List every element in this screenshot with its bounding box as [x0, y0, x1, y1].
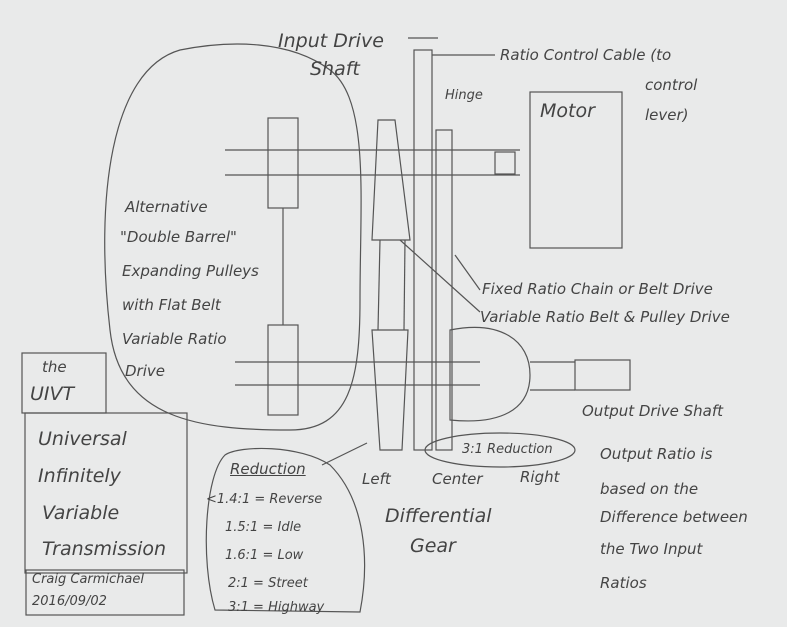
author: Craig Carmichael	[32, 572, 145, 587]
output-ratio-line: Ratios	[600, 574, 647, 592]
motor-label: Motor	[540, 100, 595, 122]
reduction-outline	[205, 447, 366, 613]
ratio-cable-label-3: lever)	[645, 106, 689, 124]
reduction-title: Reduction	[230, 460, 306, 478]
motor-box	[529, 91, 623, 249]
alt-line: Expanding Pulleys	[122, 262, 259, 280]
reduction-row: 3:1 = Highway	[228, 600, 325, 615]
alt-line: Drive	[125, 362, 165, 380]
alt-line: "Double Barrel"	[120, 228, 237, 246]
ratio-lever	[413, 49, 433, 451]
variable-pulley-top	[371, 119, 411, 241]
reduction-row: <1.4:1 = Reverse	[206, 492, 323, 507]
variable-pulley-bottom	[371, 329, 409, 451]
alternative-outline	[104, 43, 362, 431]
ratio-cable-label-2: control	[645, 76, 698, 94]
output-ratio-line: the Two Input	[600, 540, 703, 558]
lower-barrel-pulley	[267, 324, 299, 416]
title-name: Variable	[42, 502, 120, 524]
title-the: the	[42, 358, 67, 376]
title-acronym: UIVT	[30, 383, 75, 405]
alt-line: Alternative	[125, 198, 208, 216]
reduction-row: 1.6:1 = Low	[225, 548, 304, 563]
upper-barrel-pulley	[267, 117, 299, 209]
output-ratio-line: based on the	[600, 480, 699, 498]
title-name: Infinitely	[38, 465, 121, 487]
right-label: Right	[520, 468, 560, 486]
left-label: Left	[362, 470, 391, 488]
output-ratio-line: Difference between	[600, 508, 748, 526]
reduction-row: 2:1 = Street	[228, 576, 308, 591]
differential-label: Differential	[385, 505, 492, 527]
fixed-ratio-label: Fixed Ratio Chain or Belt Drive	[482, 280, 713, 298]
reduction-3to1-label: 3:1 Reduction	[462, 442, 553, 457]
variable-ratio-label: Variable Ratio Belt & Pulley Drive	[480, 308, 730, 326]
output-shaft-label: Output Drive Shaft	[582, 402, 724, 420]
input-shaft-label-2: Shaft	[310, 58, 360, 80]
hinge-label: Hinge	[445, 88, 483, 103]
gear-label: Gear	[410, 535, 456, 557]
alt-line: Variable Ratio	[122, 330, 227, 348]
alt-line: with Flat Belt	[122, 296, 221, 314]
title-name: Universal	[38, 428, 127, 450]
output-ratio-line: Output Ratio is	[600, 445, 713, 463]
reduction-row: 1.5:1 = Idle	[225, 520, 302, 535]
title-name: Transmission	[42, 538, 167, 560]
date: 2016/09/02	[32, 594, 107, 609]
ratio-cable-label: Ratio Control Cable (to	[500, 46, 672, 64]
output-hub	[449, 326, 531, 422]
output-shaft	[574, 359, 631, 391]
center-label: Center	[432, 470, 483, 488]
input-shaft-label: Input Drive	[278, 30, 384, 52]
